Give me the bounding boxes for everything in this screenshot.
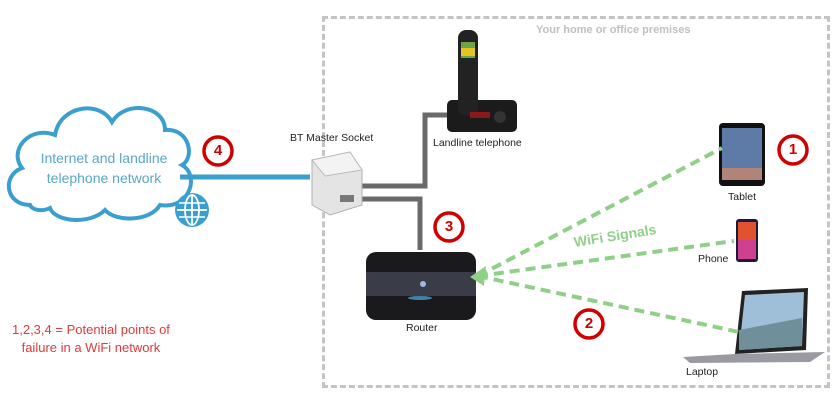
- failure-point-4-ring: [202, 135, 234, 167]
- globe-icon: [175, 193, 209, 227]
- wifi-link-tablet: [477, 146, 723, 278]
- legend: 1,2,3,4 = Potential points of failure in…: [12, 322, 170, 355]
- failure-point-2: 2: [584, 315, 594, 332]
- failure-point-4: 4: [213, 142, 223, 159]
- laptop-icon: [683, 288, 825, 363]
- master-socket-label: BT Master Socket: [290, 132, 374, 144]
- wifi-signals: [470, 146, 740, 334]
- landline-label: Landline telephone: [433, 137, 522, 149]
- failure-point-1-ring: [777, 134, 809, 166]
- phone-cable: [360, 112, 448, 189]
- wifi-link-phone: [477, 239, 735, 278]
- router-cable: [340, 196, 423, 250]
- router-icon: [366, 252, 476, 320]
- master-socket-icon: [311, 151, 363, 216]
- failure-point-1: 1: [788, 141, 798, 158]
- wifi-link-laptop: [477, 274, 740, 334]
- cloud-icon: [6, 106, 193, 222]
- router-label: Router: [406, 322, 438, 334]
- smartphone-icon: [736, 219, 758, 262]
- premises-label: Your home or office premises: [536, 24, 691, 36]
- tablet-icon: [719, 123, 765, 186]
- wifi-arrowhead: [470, 266, 486, 286]
- failure-point-3: 3: [444, 218, 454, 235]
- cloud-label: Internet and landline telephone network: [40, 150, 168, 186]
- failure-point-2-ring: [573, 308, 605, 340]
- tablet-label: Tablet: [728, 191, 757, 203]
- landline-phone-icon: [447, 30, 517, 132]
- phone-label: Phone: [698, 253, 729, 265]
- failure-point-3-ring: [433, 211, 465, 243]
- laptop-label: Laptop: [686, 366, 719, 378]
